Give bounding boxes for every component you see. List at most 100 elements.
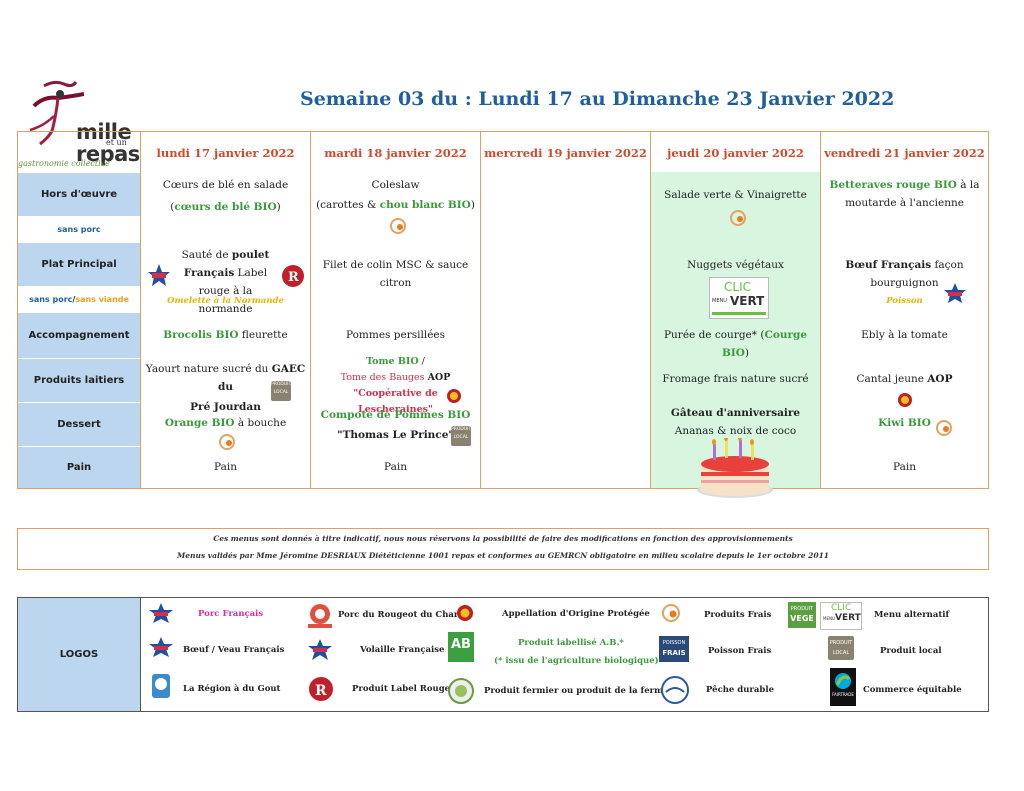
text: AOP: [927, 373, 953, 385]
legend-menu-alternatif: Menu alternatif: [874, 610, 950, 620]
legend-fermier: Produit fermier ou produit de la ferme: [484, 686, 669, 696]
day-header: mercredi 19 janvier 2022: [484, 146, 647, 160]
porc-rougeot-icon: [308, 604, 332, 628]
dish-line: Betteraves rouge BIO à la: [825, 176, 984, 194]
dish-line: moutarde à l'ancienne: [845, 197, 964, 209]
legend-ab-1: Produit labellisé A.B.*: [518, 638, 624, 648]
birthday-cake-icon: [697, 438, 773, 498]
aop-icon: [457, 605, 473, 621]
badge-text: CLIC: [831, 603, 852, 613]
badge-text: FAIRTRADE: [832, 692, 854, 697]
bio-text: Betteraves rouge BIO: [829, 179, 957, 191]
badge-text: MENU: [823, 616, 835, 621]
accompagnement-cell: Ebly à la tomate: [861, 329, 948, 341]
dish-line: "Thomas Le Prince": [337, 429, 454, 441]
legend-produit-local: Produit local: [880, 646, 942, 656]
menu-table: Hors d'œuvre sans porc Plat Principal sa…: [17, 131, 989, 498]
text: Tome des Bauges: [340, 372, 428, 383]
badge-text: PRODUIT: [271, 382, 292, 387]
badge-text: PRODUIT: [829, 640, 853, 646]
dish-line: Sauté de poulet Français Label: [171, 246, 280, 282]
label-rouge-r: R: [315, 683, 327, 699]
dish-line: Gâteau d'anniversaire: [670, 407, 801, 419]
dish-line: rouge à la normande: [198, 285, 253, 315]
text: Cantal jeune: [856, 373, 928, 385]
text: Sauté de: [181, 249, 232, 261]
dish-line: Yaourt nature sucré du GAEC du: [145, 360, 306, 396]
text: à bouche: [234, 417, 287, 429]
badge-text: VEGE: [790, 614, 814, 623]
dessert-cell: Orange BIO à bouche: [145, 414, 306, 432]
row-label-dessert: Dessert: [18, 402, 140, 446]
text: Bœuf Français: [845, 259, 932, 271]
brand-word-et: et un: [106, 138, 127, 147]
text: /: [418, 356, 425, 367]
bio-text: Brocolis BIO: [163, 329, 239, 341]
day-header: mardi 18 janvier 2022: [324, 146, 467, 160]
text: Yaourt nature sucré du: [145, 363, 272, 375]
boeuf-francais-icon: [149, 637, 173, 657]
laitier-cell: Fromage frais nature sucré: [662, 373, 809, 385]
badge-text: VERT: [835, 613, 861, 623]
pain-cell: Pain: [893, 461, 916, 473]
porc-francais-icon: [149, 603, 173, 623]
text: poulet Français: [183, 249, 270, 279]
legend-aop: Appellation d'Origine Protégée: [502, 609, 650, 619]
row-label-sans-porc-sans-viande: sans porc / sans viande: [18, 286, 140, 312]
legend-volaille: Volaille Française: [360, 645, 445, 655]
aop-icon: [898, 393, 912, 407]
day-header: vendredi 21 janvier 2022: [824, 146, 985, 160]
badge-text: CLIC: [724, 280, 751, 294]
hors-oeuvre-cell: Coleslaw (carottes & chou blanc BIO): [315, 176, 476, 214]
label-rouge-icon: R: [309, 677, 333, 701]
row-label-pain: Pain: [18, 446, 140, 488]
accompagnement-cell: Pommes persillées: [345, 329, 446, 341]
badge-text: VERT: [730, 294, 765, 308]
pain-cell: Pain: [384, 461, 407, 473]
bio-text: chou blanc BIO: [379, 199, 471, 211]
dish-line-bio: (carottes & chou blanc BIO): [315, 196, 476, 214]
fairtrade-icon: FAIRTRADE: [830, 668, 856, 706]
dish-line: Compote de Pommes BIO: [320, 409, 471, 421]
legend-produits-frais: Produits Frais: [704, 610, 772, 620]
note-line-2: Menus validés par Mme Jéromine DESRIAUX …: [176, 551, 830, 560]
legend-poisson-frais: Poisson Frais: [708, 646, 772, 656]
paren: (: [170, 201, 175, 213]
text: (carottes &: [316, 199, 380, 211]
row-label-produits-laitiers: Produits laitiers: [18, 358, 140, 402]
paren: ): [276, 201, 281, 213]
boeuf-francais-icon: [944, 283, 966, 303]
dish-line: Tome BIO /: [315, 354, 476, 370]
plat-cell: Sauté de poulet Français Label rouge à l…: [171, 246, 280, 318]
bio-text: Courge BIO: [721, 329, 808, 359]
menu-vert-icon: CLIC MENU VERT: [820, 602, 862, 630]
produits-frais-icon: [730, 210, 746, 226]
produits-frais-icon: [936, 420, 952, 436]
bio-text: Orange BIO: [164, 417, 235, 429]
region-gout-icon: [152, 674, 170, 698]
sans-viande-cell: Omelette à la Normande: [167, 296, 284, 306]
dessert-cell: Kiwi BIO: [825, 414, 984, 432]
badge-text: LOCAL: [453, 435, 469, 440]
produit-fermier-icon: [448, 678, 474, 704]
brand-word-mille: mille: [76, 120, 132, 144]
bio-text: Tome BIO: [366, 356, 419, 367]
day-column-mercredi: mercredi 19 janvier 2022: [480, 132, 650, 488]
produits-frais-icon: [390, 218, 406, 234]
produits-frais-icon: [219, 434, 235, 450]
text: fleurette: [238, 329, 288, 341]
label-rouge-icon: R: [282, 265, 304, 287]
sans-porc-label: sans porc: [29, 295, 73, 304]
day-header: lundi 17 janvier 2022: [156, 146, 295, 160]
badge-text: MENU: [712, 298, 727, 304]
dessert-cell: Compote de Pommes BIO "Thomas Le Prince": [315, 406, 476, 444]
text: ): [744, 347, 750, 359]
laitier-cell: Cantal jeune AOP: [825, 370, 984, 388]
hors-oeuvre-cell: Cœurs de blé en salade (cœurs de blé BIO…: [145, 176, 306, 216]
day-column-vendredi: vendredi 21 janvier 2022 Betteraves roug…: [820, 132, 988, 488]
legend-region-gout: La Région à du Gout: [183, 684, 281, 694]
